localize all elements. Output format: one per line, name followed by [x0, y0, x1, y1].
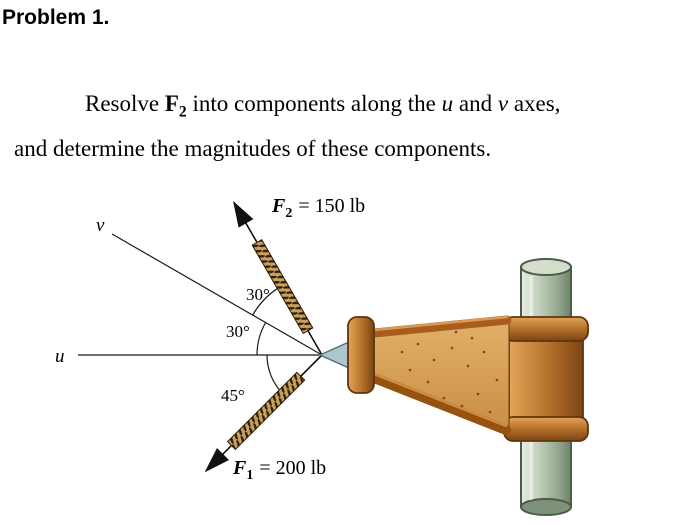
f1-label-symbol: F	[232, 457, 247, 479]
pipe-top-cap	[520, 258, 572, 276]
bracket-bottom-rail	[369, 373, 511, 435]
v-axis-line	[111, 233, 323, 356]
collar-top-flange	[503, 316, 589, 342]
u-axis-symbol: u	[441, 91, 454, 116]
f1-label-value: = 200 lb	[259, 457, 326, 479]
collar-bottom-flange	[503, 416, 589, 442]
f2-label-symbol: F	[271, 195, 286, 217]
statement-text-1: Resolve	[85, 91, 165, 116]
angle-label-v-u: 30°	[226, 322, 250, 341]
bracket-top-rail-highlight	[372, 315, 509, 332]
bracket-arm	[318, 315, 512, 435]
bracket-bottom-rail-highlight	[372, 372, 508, 428]
problem-title: Problem 1.	[2, 6, 110, 29]
f2-label-subscript: 2	[285, 206, 292, 221]
force-subscript: 2	[178, 103, 187, 121]
collar-sleeve	[508, 337, 584, 421]
pipe-bottom-cap	[520, 498, 572, 516]
angle-label-u-f1: 45°	[221, 386, 245, 405]
statement-text-4: axes,	[508, 91, 561, 116]
f2-arrowhead	[233, 200, 254, 228]
bracket-end-plate	[347, 316, 375, 394]
f1-threaded-rod	[226, 371, 306, 451]
f2-force-arrow	[233, 200, 323, 356]
bracket-web-speckles	[400, 330, 499, 414]
f2-label: F2 = 150 lb	[271, 195, 365, 221]
v-axis-symbol: v	[497, 91, 509, 116]
statement-line-1: Resolve F2 into components along the u a…	[14, 86, 696, 131]
f1-label: F1 = 200 lb	[232, 457, 326, 483]
f2-threaded-rod	[251, 238, 314, 335]
statement-line-2: and determine the magnitudes of these co…	[14, 135, 492, 161]
bracket-top-rail	[369, 315, 512, 338]
force-symbol: F	[164, 91, 179, 116]
f1-label-subscript: 1	[246, 468, 253, 483]
f2-label-value: = 150 lb	[298, 195, 365, 217]
pipe-collar	[503, 316, 589, 442]
angle-label-f2-v: 30°	[246, 285, 270, 304]
v-axis-label: v	[96, 215, 105, 236]
statement-text-3: and	[453, 91, 498, 116]
f1-arrowhead	[204, 447, 230, 473]
problem-statement: Resolve F2 into components along the u a…	[14, 86, 696, 167]
bracket-web	[371, 319, 510, 429]
force-vector-symbol: F2	[164, 91, 187, 121]
angle-arc-v-u	[256, 322, 267, 356]
statement-text-2: into components along the	[186, 91, 442, 116]
f1-force-arrow	[204, 354, 323, 473]
u-axis-label: u	[55, 346, 65, 367]
